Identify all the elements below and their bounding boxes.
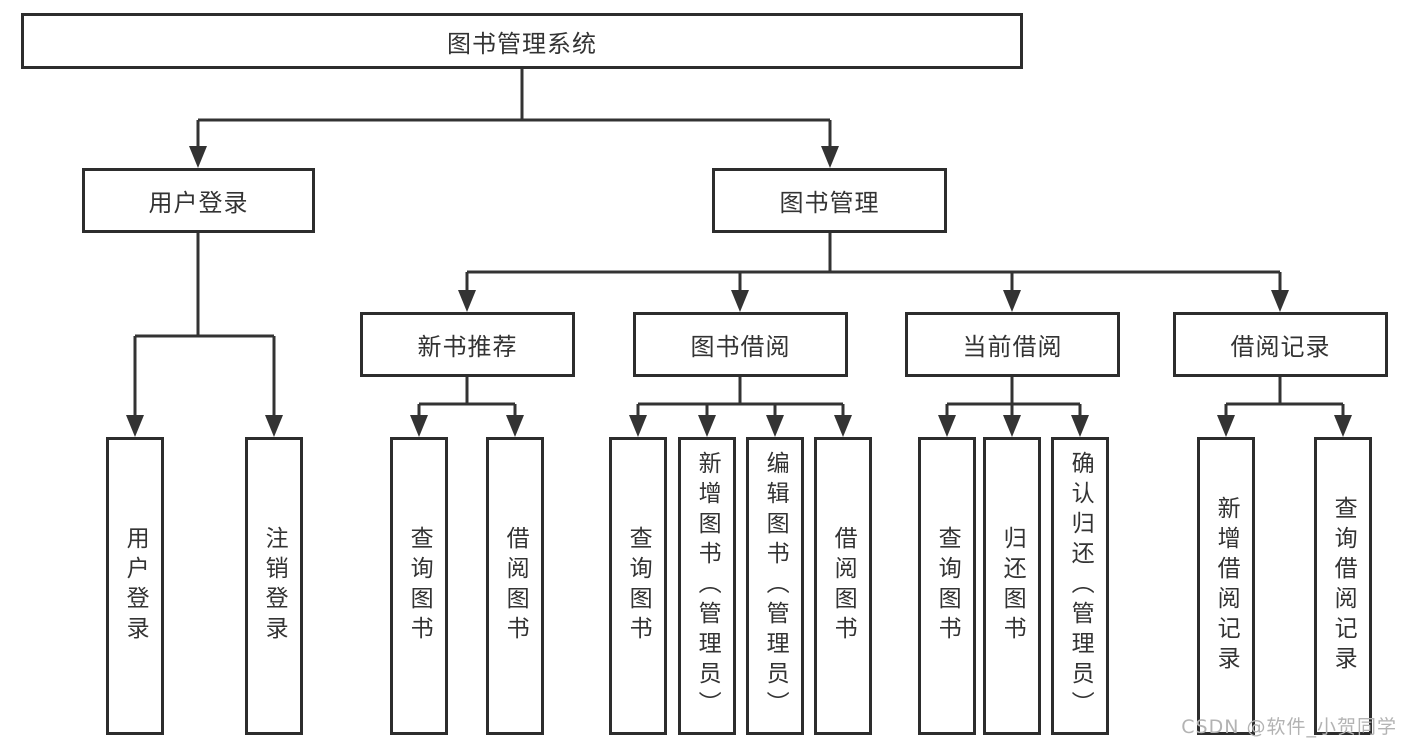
leaf-borrow-books-recommend: 借阅图书	[486, 437, 544, 735]
leaf-return-book: 归还图书	[983, 437, 1041, 735]
leaf-label: 借阅图书	[502, 526, 529, 646]
leaf-label: 新增借阅记录	[1213, 496, 1240, 676]
leaf-borrow-books-borrowing: 借阅图书	[814, 437, 872, 735]
leaf-user-login: 用户登录	[106, 437, 164, 735]
leaf-label: 查询借阅记录	[1330, 496, 1357, 676]
leaf-add-borrow-record: 新增借阅记录	[1197, 437, 1255, 735]
node-user-login-module: 用户登录	[82, 168, 315, 233]
leaf-query-books-recommend: 查询图书	[390, 437, 448, 735]
leaf-label: 新增图书（管理员）	[694, 451, 721, 721]
leaf-label: 查询图书	[625, 526, 652, 646]
leaf-edit-book-admin: 编辑图书（管理员）	[746, 437, 804, 735]
leaf-label: 注销登录	[261, 526, 288, 646]
leaf-logout: 注销登录	[245, 437, 303, 735]
node-library-management-system: 图书管理系统	[21, 13, 1023, 69]
leaf-label: 查询图书	[934, 526, 961, 646]
leaf-add-book-admin: 新增图书（管理员）	[678, 437, 736, 735]
csdn-watermark: CSDN @软件_小贺同学	[1181, 716, 1397, 738]
node-book-management-module: 图书管理	[712, 168, 947, 233]
leaf-label: 编辑图书（管理员）	[762, 451, 789, 721]
leaf-label: 确认归还（管理员）	[1067, 451, 1094, 721]
leaf-query-books-borrowing: 查询图书	[609, 437, 667, 735]
leaf-query-books-current: 查询图书	[918, 437, 976, 735]
node-current-borrowing: 当前借阅	[905, 312, 1120, 377]
leaf-confirm-return-admin: 确认归还（管理员）	[1051, 437, 1109, 735]
leaf-label: 用户登录	[122, 526, 149, 646]
node-book-borrowing: 图书借阅	[633, 312, 848, 377]
leaf-label: 借阅图书	[830, 526, 857, 646]
node-borrowing-records: 借阅记录	[1173, 312, 1388, 377]
node-new-book-recommend: 新书推荐	[360, 312, 575, 377]
leaf-label: 查询图书	[406, 526, 433, 646]
leaf-label: 归还图书	[999, 526, 1026, 646]
leaf-query-borrow-record: 查询借阅记录	[1314, 437, 1372, 735]
